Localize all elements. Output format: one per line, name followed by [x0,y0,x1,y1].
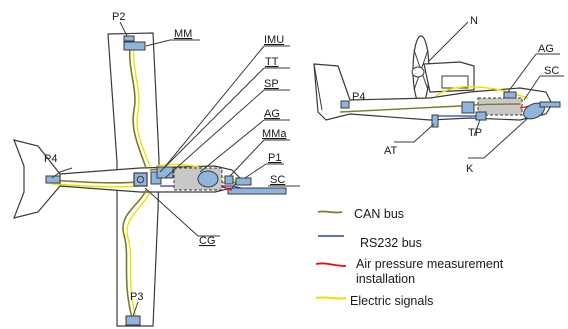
side-ag-small [503,91,517,99]
p1-box [235,177,252,186]
engine-block [441,75,469,89]
top-view-aircraft: P2 MM IMU TT SP AG MMa P1 SC P4 CG P3 [13,11,300,327]
at-box [431,114,439,128]
legend-item-electric-signals: Electric signals [315,294,433,308]
side-view-aircraft: N AG SC P4 AT TP K [313,15,564,175]
label-p1: P1 [268,152,281,164]
label-imu: IMU [264,34,284,46]
legend-item-rs232: RS232 bus [318,235,422,250]
legend-item-can-bus: CAN bus [317,207,404,221]
legend: CAN bus RS232 bus Air pressure measureme… [315,207,504,308]
side-tail [313,63,323,111]
electric-signal-line-side [435,85,529,99]
legend-label-air-pressure-line1: Air pressure measurement [356,257,504,271]
tail-outline [13,139,61,219]
label-ag-right: AG [538,43,554,55]
label-p4-right: P4 [352,91,365,103]
sp-pack [197,170,219,188]
label-p3: P3 [130,291,143,303]
tp-box-lower [475,111,487,121]
legend-item-air-pressure: Air pressure measurement installation [315,257,504,286]
cg-marker [136,175,145,184]
can-bus-line-wing-top [128,47,147,169]
p4-box [45,175,61,184]
p3-box [125,315,141,326]
electric-signal-line-tail [51,183,141,188]
label-tp: TP [468,127,482,139]
label-mma: MMa [262,128,287,140]
label-mm: MM [174,28,192,40]
sc-probe-side [539,101,561,108]
label-cg: CG [199,235,216,247]
can-bus-line-wing-bottom [122,189,147,319]
leader-lines-left [51,21,300,317]
label-n: N [470,15,478,27]
electric-signal-line-wing-top [133,47,151,167]
label-at: AT [384,145,398,157]
spinner [411,66,425,78]
p2-box [123,35,135,42]
label-sp: SP [264,78,279,90]
mma-box [224,175,234,185]
cg-box [133,172,148,187]
label-tt: TT [265,56,279,68]
label-ag-left: AG [264,108,280,120]
leader-lines-right [394,21,564,159]
label-p2: P2 [112,11,125,23]
label-sc-left: SC [270,174,285,186]
legend-label-electric-signals: Electric signals [350,294,433,308]
tp-box-upper [461,101,475,114]
legend-label-air-pressure-line2: installation [356,272,415,286]
mm-box [123,41,146,51]
electric-signal-line-wing-bottom [126,191,151,319]
label-k: K [466,163,474,175]
legend-label-can-bus: CAN bus [354,207,404,221]
ag-box-side [477,97,523,116]
label-sc-right: SC [544,65,559,77]
p4-side-box [340,100,350,109]
can-bus-line-side [339,103,521,113]
legend-label-rs232: RS232 bus [360,236,422,250]
sc-probe [227,187,287,195]
label-p4-left: P4 [44,153,57,165]
